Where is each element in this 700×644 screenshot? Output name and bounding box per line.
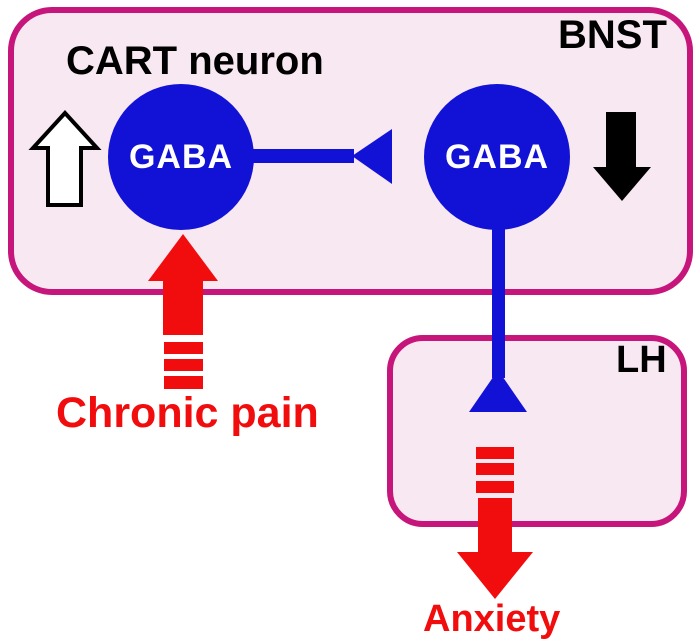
black-down-arrow-icon (593, 112, 651, 201)
bnst-region-label: BNST (558, 13, 667, 57)
gaba-neuron-1: GABA (108, 84, 254, 230)
chronic-pain-label: Chronic pain (56, 389, 319, 437)
lh-region-box (387, 335, 687, 527)
anxiety-arrow-icon (457, 498, 533, 599)
anxiety-arrow-dash (476, 447, 514, 459)
chronic-pain-arrow-icon (148, 234, 218, 335)
gaba-neuron-1-label: GABA (128, 137, 234, 176)
synapse-terminal-right-icon (352, 129, 392, 184)
axon-vertical-line (492, 224, 505, 378)
white-up-arrow-icon (28, 110, 102, 207)
lh-region-label: LH (616, 339, 667, 381)
anxiety-arrow-dash (476, 481, 514, 493)
anxiety-arrow-dash (476, 463, 514, 475)
gaba-neuron-2: GABA (424, 84, 570, 230)
axon-horizontal-line (248, 149, 354, 163)
chronic-pain-arrow-dash (164, 359, 203, 371)
chronic-pain-arrow-dash (164, 342, 203, 354)
synapse-terminal-down-icon (469, 370, 527, 412)
chronic-pain-arrow-dash (164, 376, 203, 389)
cart-neuron-label: CART neuron (66, 39, 324, 83)
anxiety-label: Anxiety (423, 598, 561, 640)
gaba-neuron-2-label: GABA (444, 137, 550, 176)
